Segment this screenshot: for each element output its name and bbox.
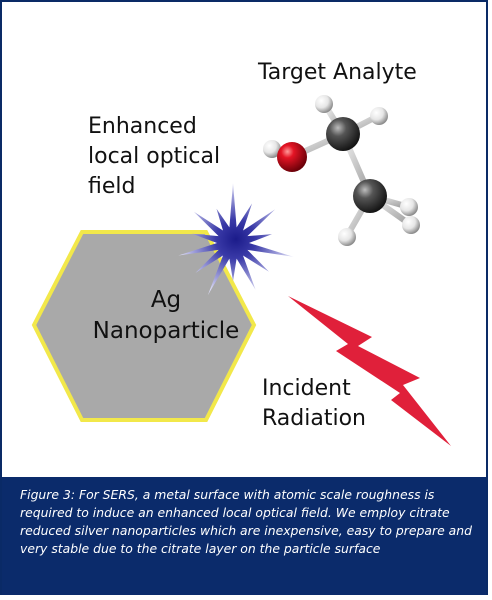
target-analyte-label: Target Analyte	[258, 60, 417, 85]
nanoparticle-label: Ag Nanoparticle	[92, 287, 240, 344]
hydrogen-atom	[263, 140, 281, 158]
enhanced-field-label: Enhanced local optical field	[88, 114, 221, 199]
carbon-atom	[353, 179, 387, 213]
oxygen-atom	[277, 142, 307, 172]
hydrogen-atom	[370, 107, 388, 125]
nanoparticle-hexagon	[31, 230, 257, 422]
incident-radiation-label: Incident Radiation	[262, 376, 366, 431]
sers-diagram	[31, 95, 451, 446]
hydrogen-atom	[402, 216, 420, 234]
hydrogen-atom	[338, 228, 356, 246]
hydrogen-atom	[400, 198, 418, 216]
enhanced-field-starburst	[178, 183, 294, 296]
hydrogen-atom	[315, 95, 333, 113]
figure-caption: Figure 3: For SERS, a metal surface with…	[2, 477, 486, 595]
incident-radiation-bolt	[288, 296, 451, 446]
carbon-atom	[326, 117, 360, 151]
